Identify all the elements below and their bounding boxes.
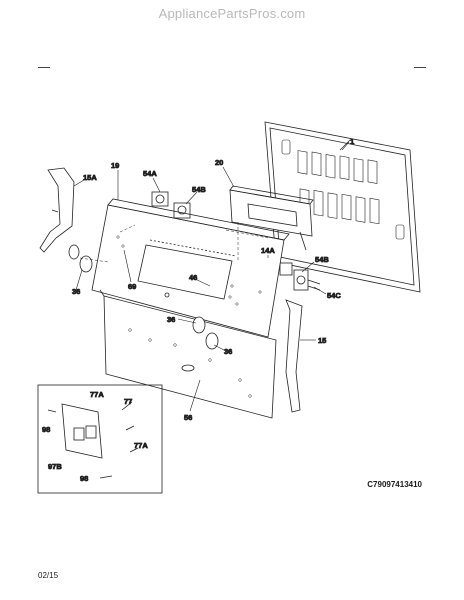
callout-54B-top: 54B	[192, 185, 206, 194]
callout-77A-top: 77A	[90, 390, 104, 399]
callout-54C: 54C	[327, 291, 341, 300]
callout-1: 1	[350, 137, 354, 146]
inset-board-detail	[37, 384, 163, 494]
callout-98-bottom: 98	[80, 474, 88, 483]
callout-15A: 15A	[83, 173, 97, 182]
left-corner-mark	[38, 67, 50, 68]
revision-date: 02/15	[38, 571, 59, 580]
assembly-guide-lines	[79, 222, 269, 263]
right-corner-mark	[414, 67, 426, 68]
rear-panel-part-1	[264, 121, 421, 293]
callout-77A-bottom: 77A	[134, 441, 148, 450]
callout-15: 15	[318, 336, 326, 345]
diagram-code: C79097413410	[367, 480, 422, 489]
console-panel-part-19	[91, 198, 290, 338]
callout-19: 19	[111, 161, 119, 170]
callout-54A: 54A	[143, 169, 157, 178]
callout-77: 77	[124, 397, 132, 406]
callout-56: 56	[184, 413, 192, 422]
callout-46: 46	[189, 273, 197, 282]
callout-69: 69	[128, 282, 136, 291]
callout-98-top: 98	[42, 425, 50, 434]
callout-20: 20	[215, 158, 223, 167]
watermark: AppliancePartsPros.com	[158, 6, 306, 21]
leader-lines	[73, 141, 350, 412]
backing-panel-part-56	[99, 289, 277, 419]
left-end-cap-part-15A	[39, 167, 75, 253]
switch-parts-54A-54B	[151, 191, 191, 219]
right-end-cap-part-15	[285, 299, 303, 413]
callout-54B-right: 54B	[315, 255, 329, 264]
callout-97B: 97B	[48, 462, 62, 471]
callout-14A: 14A	[261, 246, 275, 255]
knob-parts-36	[68, 244, 219, 350]
callout-36-mid: 36	[167, 315, 175, 324]
callout-36-left: 36	[72, 287, 80, 296]
callout-36-right: 36	[224, 347, 232, 356]
board-cover-part-20	[229, 185, 314, 251]
